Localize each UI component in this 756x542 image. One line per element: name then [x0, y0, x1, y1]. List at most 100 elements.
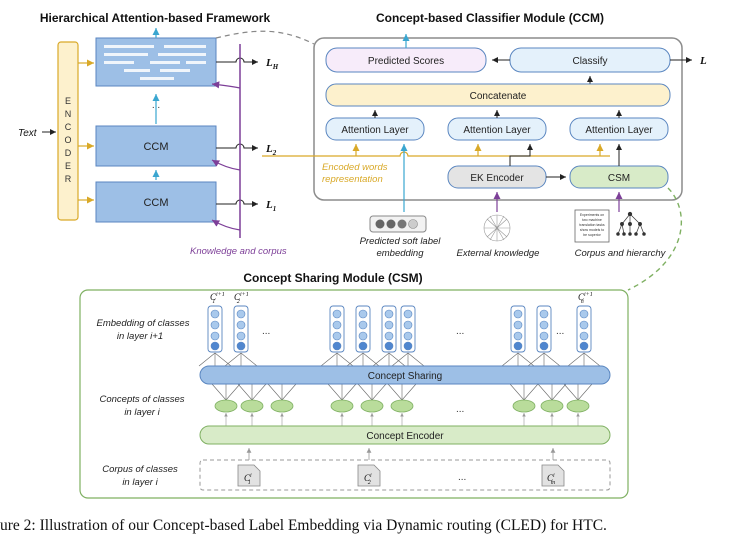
zoom-connector-top [215, 30, 315, 45]
ccm-1-label: CCM [143, 197, 168, 209]
emb-label-2: in layer i+1 [117, 331, 163, 342]
embedding-column [329, 305, 345, 353]
classify-label: Classify [572, 56, 607, 67]
embedding-dot [513, 320, 523, 330]
knowledge-to-top-arrow [211, 81, 241, 89]
soft-label-label-1: Predicted soft label [360, 236, 442, 247]
concept-node [566, 399, 590, 413]
embedding-column [381, 305, 397, 353]
concepts-label-1: Concepts of classes [99, 394, 184, 405]
doc-line: show models to [580, 228, 604, 232]
embedding-dot [513, 309, 523, 319]
embedding-dot [332, 331, 342, 341]
corpus-ellipsis: ... [458, 472, 466, 483]
embedding-column [536, 305, 552, 353]
doc-line: Experiments on [580, 213, 604, 217]
embedding-column [510, 305, 526, 353]
concatenate-box [325, 83, 671, 107]
concept-encoder-bar [199, 425, 611, 445]
encoder-letter: E [65, 161, 71, 171]
predicted-scores-label: Predicted Scores [368, 56, 444, 67]
corpus-row-frame [199, 459, 611, 491]
encoder-letter: E [65, 96, 71, 106]
corpus-hierarchy-label: Corpus and hierarchy [575, 248, 667, 259]
concept-node [512, 399, 536, 413]
loss-2-arrow [216, 143, 258, 151]
embedding-dot [210, 320, 220, 330]
embedding-dot [384, 309, 394, 319]
embedding-dot [236, 309, 246, 319]
text-input-label: Text [18, 128, 38, 139]
embedding-dot [403, 309, 413, 319]
embedding-dot [358, 320, 368, 330]
embedding-dot [210, 309, 220, 319]
embedding-dot [539, 320, 549, 330]
embedding-dot [579, 309, 589, 319]
embedding-dot [539, 341, 549, 351]
routing-lines [198, 352, 601, 426]
embedding-dot [210, 331, 220, 341]
attention-layer-label: Attention Layer [585, 125, 653, 136]
csm-module-title: Concept Sharing Module (CSM) [243, 271, 422, 285]
embedding-dot [236, 341, 246, 351]
ccm-2-label: CCM [143, 141, 168, 153]
embedding-dot [384, 341, 394, 351]
corpus-label-1: Corpus of classes [102, 464, 178, 475]
encoder-letter: N [65, 109, 72, 119]
embedding-dot [384, 320, 394, 330]
ccm-module-title: Concept-based Classifier Module (CCM) [376, 11, 604, 25]
attention-layer-2: Attention Layer [447, 117, 547, 141]
embedding-dot [539, 309, 549, 319]
knowledge-to-ccm2-arrow [211, 159, 241, 171]
emb-label-1: Embedding of classes [97, 318, 190, 329]
ccm-1-block [95, 181, 217, 223]
external-knowledge-label: External knowledge [457, 248, 540, 259]
doc-line: two machine [582, 218, 602, 222]
csm-label: CSM [608, 173, 630, 184]
embedding-dot [513, 331, 523, 341]
embedding-dot [403, 331, 413, 341]
encoder-letter: R [65, 174, 72, 184]
embedding-column [355, 305, 371, 353]
concatenate-label: Concatenate [470, 91, 527, 102]
ek-encoder-label: EK Encoder [470, 173, 524, 184]
loss-1-label: L1 [265, 199, 276, 213]
embedding-column [233, 305, 249, 353]
loss-1-arrow [216, 199, 258, 207]
attention-layer-3: Attention Layer [569, 117, 669, 141]
embedding-dot [579, 320, 589, 330]
attention-layer-label: Attention Layer [463, 125, 531, 136]
concepts-ellipsis: ... [456, 404, 464, 415]
embedding-column [400, 305, 416, 353]
ccm-top-stripes [104, 45, 206, 80]
emb-ellipsis-1: ... [262, 326, 270, 337]
embedding-dot [539, 331, 549, 341]
hierarchy-tree-icon [616, 211, 646, 236]
zoom-connector-csm [627, 187, 683, 291]
embedding-dot [579, 331, 589, 341]
ek-to-att2-arrow [509, 144, 533, 166]
embedding-dot [403, 320, 413, 330]
embedding-columns [207, 305, 592, 353]
corpus-label-2: in layer i [122, 477, 158, 488]
embedding-dot [513, 341, 523, 351]
corpus-document-icon: Experiments on two machine translation t… [574, 209, 610, 243]
doc-line: be superior [583, 233, 601, 237]
emb-ellipsis-2: ... [456, 326, 464, 337]
embedding-dot [236, 331, 246, 341]
encoder-letter: O [64, 135, 71, 145]
embedding-dot [358, 331, 368, 341]
encoder-block [57, 41, 79, 221]
concept-node [240, 399, 264, 413]
embedding-dot [579, 341, 589, 351]
encoded-words-label-2: representation [322, 174, 383, 185]
